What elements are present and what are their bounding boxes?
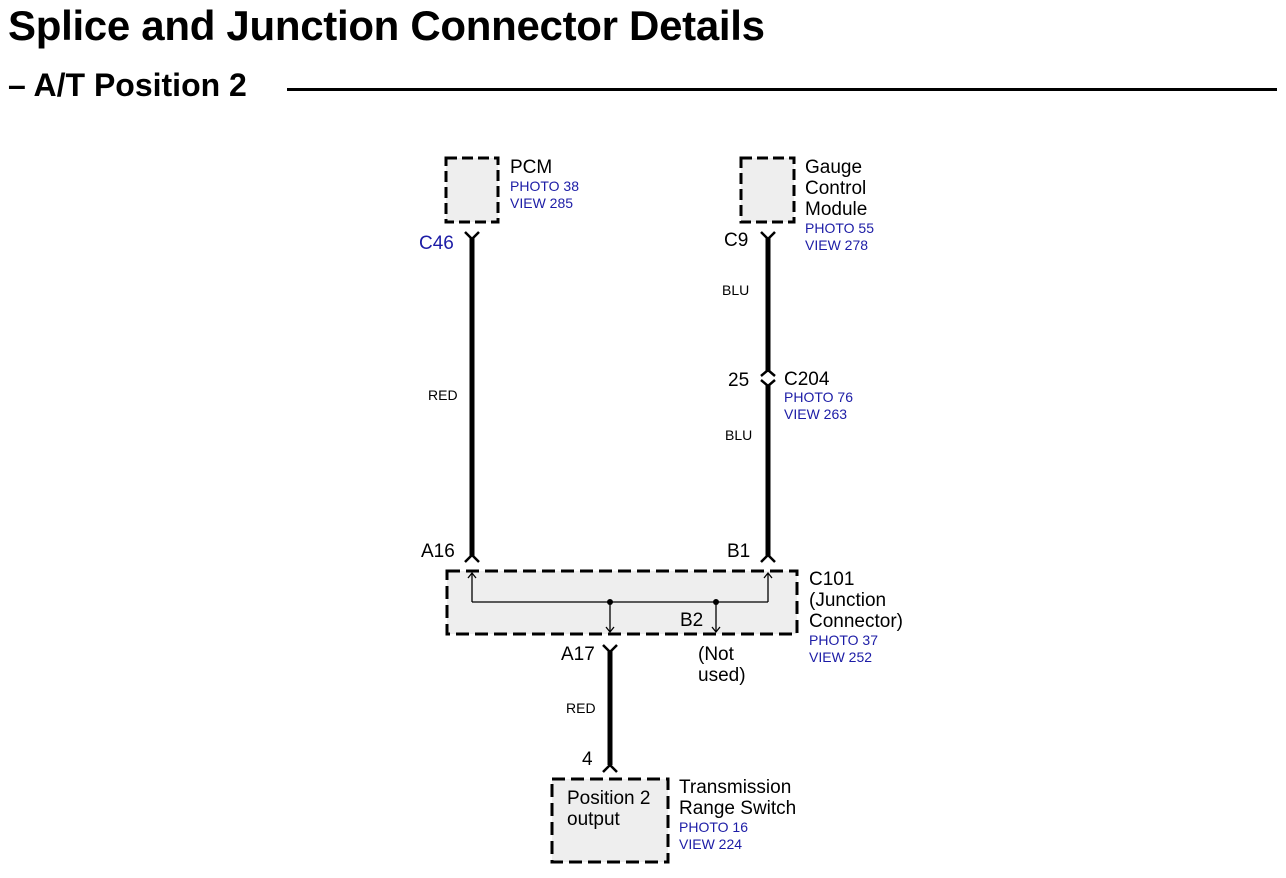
trs-inner-line-2: output	[567, 809, 620, 830]
trs-pin-label: 4	[582, 749, 593, 770]
c204-photo-link[interactable]: PHOTO 76	[784, 389, 853, 405]
section-subtitle: – A/T Position 2	[8, 67, 247, 103]
c204-view-link[interactable]: VIEW 263	[784, 406, 848, 422]
trs-label-line-2: Range Switch	[679, 798, 797, 819]
c101-label-line-2: (Junction	[809, 590, 887, 611]
pcm-connector-label[interactable]: C46	[419, 233, 454, 254]
pcm-box	[444, 156, 500, 224]
c101-pin-b1: B1	[727, 541, 751, 562]
pcm-wire	[464, 231, 480, 563]
gauge-label-line-1: Gauge	[805, 157, 863, 178]
splice-dot-left	[607, 599, 613, 605]
subtitle-rule	[287, 88, 1277, 91]
not-used-line-2: used)	[698, 665, 746, 686]
trs-label-line-1: Transmission	[679, 777, 792, 798]
wire-color-blu-upper: BLU	[722, 282, 750, 298]
trs-wire	[602, 644, 618, 773]
c204-pin-label: 25	[728, 370, 750, 391]
trs-photo-link[interactable]: PHOTO 16	[679, 819, 748, 835]
gauge-photo-link[interactable]: PHOTO 55	[805, 220, 874, 236]
c101-pin-a17: A17	[561, 644, 595, 665]
trs-box	[550, 777, 670, 864]
c101-label-line-1: C101	[809, 569, 855, 590]
pcm-label: PCM	[510, 157, 553, 178]
wire-color-red-upper: RED	[428, 387, 458, 403]
gauge-label-line-3: Module	[805, 199, 868, 220]
c101-pin-b2: B2	[680, 610, 704, 631]
wire-color-blu-lower: BLU	[725, 427, 753, 443]
c101-view-link[interactable]: VIEW 252	[809, 649, 873, 665]
gauge-wire	[760, 231, 776, 563]
wire-color-red-lower: RED	[566, 700, 596, 716]
c101-photo-link[interactable]: PHOTO 37	[809, 632, 878, 648]
trs-view-link[interactable]: VIEW 224	[679, 836, 743, 852]
gauge-connector-label: C9	[724, 230, 749, 251]
not-used-line-1: (Not	[698, 644, 734, 665]
gauge-label-line-2: Control	[805, 178, 867, 199]
gauge-box	[739, 156, 796, 224]
trs-inner-line-1: Position 2	[567, 788, 651, 809]
c204-label: C204	[784, 369, 830, 390]
page-title: Splice and Junction Connector Details	[8, 2, 765, 49]
splice-dot-right	[713, 599, 719, 605]
c101-pin-a16: A16	[421, 541, 455, 562]
c101-label-line-3: Connector)	[809, 611, 903, 632]
gauge-view-link[interactable]: VIEW 278	[805, 237, 869, 253]
pcm-photo-link[interactable]: PHOTO 38	[510, 178, 579, 194]
pcm-view-link[interactable]: VIEW 285	[510, 195, 574, 211]
